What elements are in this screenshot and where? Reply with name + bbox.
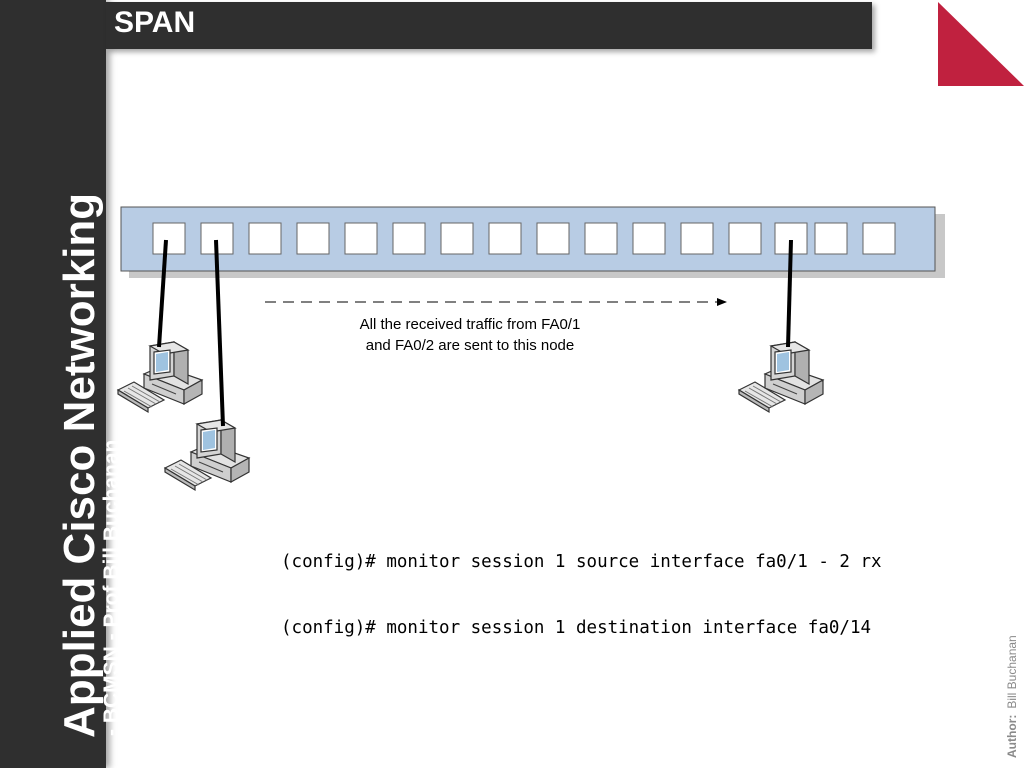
port-fa0-9 <box>536 222 570 255</box>
port-fa0-14 <box>774 222 808 255</box>
config-line: (config)# monitor session 1 source inter… <box>281 552 882 572</box>
cable-fa0-14 <box>786 239 793 348</box>
author-label: Author: <box>1005 714 1019 758</box>
author-name: Bill Buchanan <box>1005 635 1019 709</box>
port-fa0-1 <box>152 222 186 255</box>
corner-triangle-icon <box>938 2 1024 86</box>
port-fa0-5 <box>344 222 378 255</box>
diagram-caption: All the received traffic from FA0/1 and … <box>320 314 620 356</box>
slide-title: SPAN <box>114 6 196 39</box>
port-fa0-10 <box>584 222 618 255</box>
author-credit: Author: Bill Buchanan <box>1005 635 1019 758</box>
port-fa0-13 <box>728 222 762 255</box>
computer-icon <box>117 341 203 413</box>
port-fa0-7 <box>440 222 474 255</box>
port-fa0-16 <box>862 222 896 255</box>
computer-icon <box>164 419 250 491</box>
switch-ports <box>152 222 896 255</box>
port-fa0-11 <box>632 222 666 255</box>
port-fa0-6 <box>392 222 426 255</box>
title-bar: SPAN <box>106 2 872 49</box>
sidebar: Applied Cisco Networking - BCMSN - Prof … <box>0 0 123 768</box>
computer-icon <box>738 341 824 413</box>
port-fa0-8 <box>488 222 522 255</box>
caption-line: and FA0/2 are sent to this node <box>365 337 575 354</box>
port-fa0-15 <box>814 222 848 255</box>
port-fa0-4 <box>296 222 330 255</box>
cable-fa0-2 <box>214 239 225 427</box>
port-fa0-3 <box>248 222 282 255</box>
config-line: (config)# monitor session 1 destination … <box>281 618 872 638</box>
config-commands: (config)# monitor session 1 source inter… <box>281 507 882 661</box>
caption-line: All the received traffic from FA0/1 <box>359 316 581 333</box>
port-fa0-12 <box>680 222 714 255</box>
cable-fa0-1 <box>157 239 168 348</box>
switch-body <box>120 206 936 272</box>
